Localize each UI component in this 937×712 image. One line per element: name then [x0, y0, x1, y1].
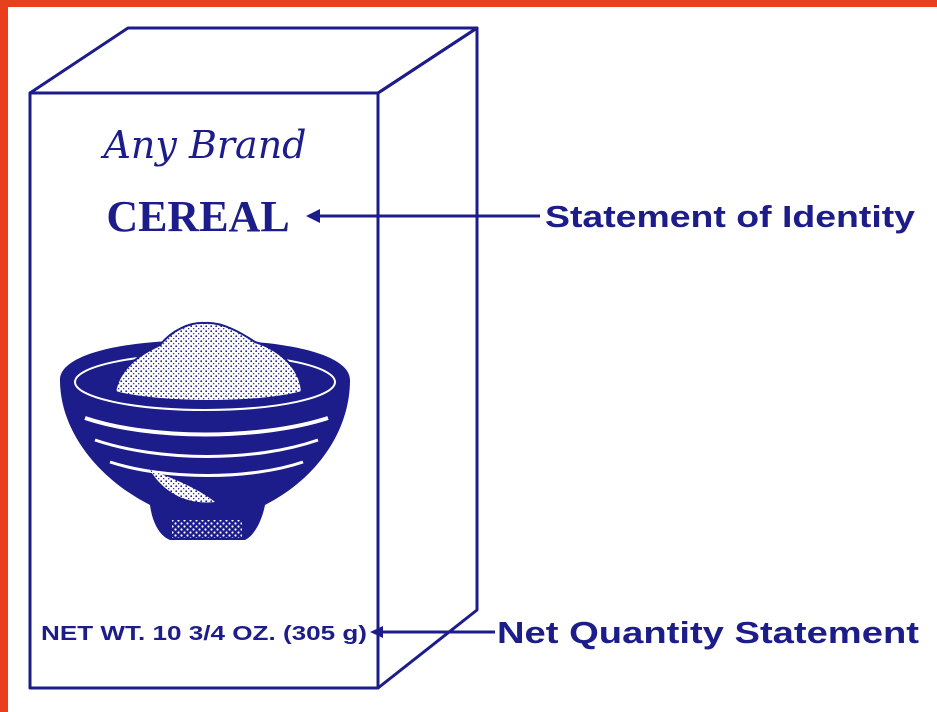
net-quantity-label: Net Quantity Statement — [497, 615, 919, 650]
net-quantity-callout-arrow — [370, 626, 495, 638]
frame-top-edge — [0, 0, 937, 7]
box-side-face — [378, 28, 477, 688]
identity-label: Statement of Identity — [545, 199, 916, 234]
identity-arrow-head — [306, 209, 320, 223]
net-weight-text: NET WT. 10 3/4 OZ. (305 g) — [41, 623, 367, 645]
brand-name: Any Brand — [100, 123, 306, 167]
bowl-foot — [172, 520, 242, 538]
frame-left-edge — [0, 0, 8, 712]
cereal-bowl-icon — [60, 323, 350, 540]
cereal-heap — [115, 323, 302, 401]
identity-callout-arrow — [306, 209, 540, 223]
product-name: CEREAL — [106, 192, 289, 241]
box-top-face — [30, 28, 477, 93]
